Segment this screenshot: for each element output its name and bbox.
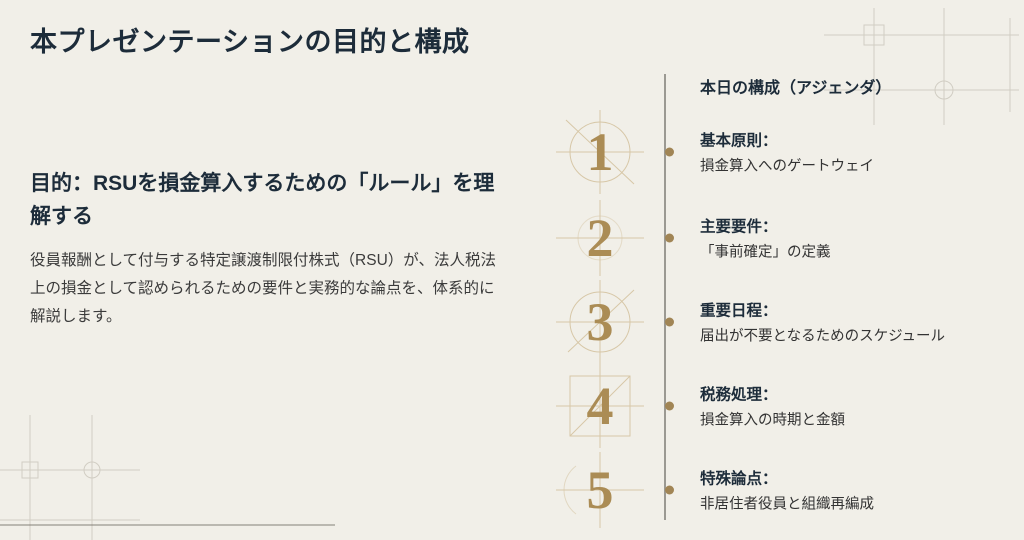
agenda-item-4: 4 税務処理： 損金算入の時期と金額 xyxy=(556,364,1016,448)
agenda-number-cell: 5 xyxy=(556,448,644,532)
timeline-line xyxy=(664,74,666,520)
agenda-item-2: 2 主要要件： 「事前確定」の定義 xyxy=(556,196,1016,280)
ornament-circle-icon xyxy=(556,110,644,194)
bottom-rule-line xyxy=(0,524,335,526)
agenda-number: 5 xyxy=(586,460,614,520)
agenda-item-heading: 重要日程： xyxy=(700,302,778,320)
timeline-dot xyxy=(665,317,674,327)
purpose-section: 目的：RSUを損金算入するための「ルール」を理解する 役員報酬として付与する特定… xyxy=(30,168,498,331)
purpose-body: 役員報酬として付与する特定譲渡制限付株式（RSU）が、法人税法上の損金として認め… xyxy=(30,252,496,325)
page-title: 本プレゼンテーションの目的と構成 xyxy=(30,27,470,57)
agenda-number-cell: 3 xyxy=(556,280,644,364)
ornament-square-icon xyxy=(556,364,644,448)
agenda-item-subtitle: 「事前確定」の定義 xyxy=(700,244,831,261)
timeline-dot xyxy=(665,401,674,411)
agenda-item-text: 主要要件： 「事前確定」の定義 xyxy=(700,215,1010,262)
ornament-lines-icon xyxy=(556,200,644,276)
ornament-lines-icon xyxy=(556,452,644,528)
agenda-item-subtitle: 損金算入へのゲートウェイ xyxy=(700,158,874,175)
agenda-number-cell: 4 xyxy=(556,364,644,448)
agenda-item-heading: 特殊論点： xyxy=(700,470,778,488)
agenda-number: 3 xyxy=(586,292,614,352)
agenda-item-heading: 基本原則： xyxy=(700,132,778,150)
blueprint-decoration-bottom-left xyxy=(0,415,140,540)
agenda-number: 2 xyxy=(586,208,614,268)
timeline-dot xyxy=(665,147,674,157)
agenda-number: 4 xyxy=(586,376,614,436)
agenda-header: 本日の構成（アジェンダ） xyxy=(700,80,892,97)
agenda-number-cell: 2 xyxy=(556,196,644,280)
ornament-circle-icon xyxy=(556,280,644,364)
agenda-item-heading: 主要要件： xyxy=(700,218,778,236)
agenda-item-5: 5 特殊論点： 非居住者役員と組織再編成 xyxy=(556,448,1016,532)
agenda-item-3: 3 重要日程： 届出が不要となるためのスケジュール xyxy=(556,280,1016,364)
purpose-heading: 目的：RSUを損金算入するための「ルール」を理解する xyxy=(30,172,495,228)
timeline-dot xyxy=(665,233,674,243)
timeline-dot xyxy=(665,485,674,495)
agenda-item-text: 重要日程： 届出が不要となるためのスケジュール xyxy=(700,299,1010,346)
agenda-item-text: 税務処理： 損金算入の時期と金額 xyxy=(700,383,1010,430)
agenda-number: 1 xyxy=(586,122,614,182)
agenda-item-text: 特殊論点： 非居住者役員と組織再編成 xyxy=(700,467,1010,514)
agenda-item-subtitle: 非居住者役員と組織再編成 xyxy=(700,496,874,513)
agenda-item-1: 1 基本原則： 損金算入へのゲートウェイ xyxy=(556,110,1016,194)
agenda-item-subtitle: 届出が不要となるためのスケジュール xyxy=(700,328,946,345)
agenda-item-heading: 税務処理： xyxy=(700,386,778,404)
agenda-item-subtitle: 損金算入の時期と金額 xyxy=(700,412,845,429)
agenda-item-text: 基本原則： 損金算入へのゲートウェイ xyxy=(700,129,1010,176)
agenda-number-cell: 1 xyxy=(556,110,644,194)
blueprint-lines-icon xyxy=(0,415,140,540)
